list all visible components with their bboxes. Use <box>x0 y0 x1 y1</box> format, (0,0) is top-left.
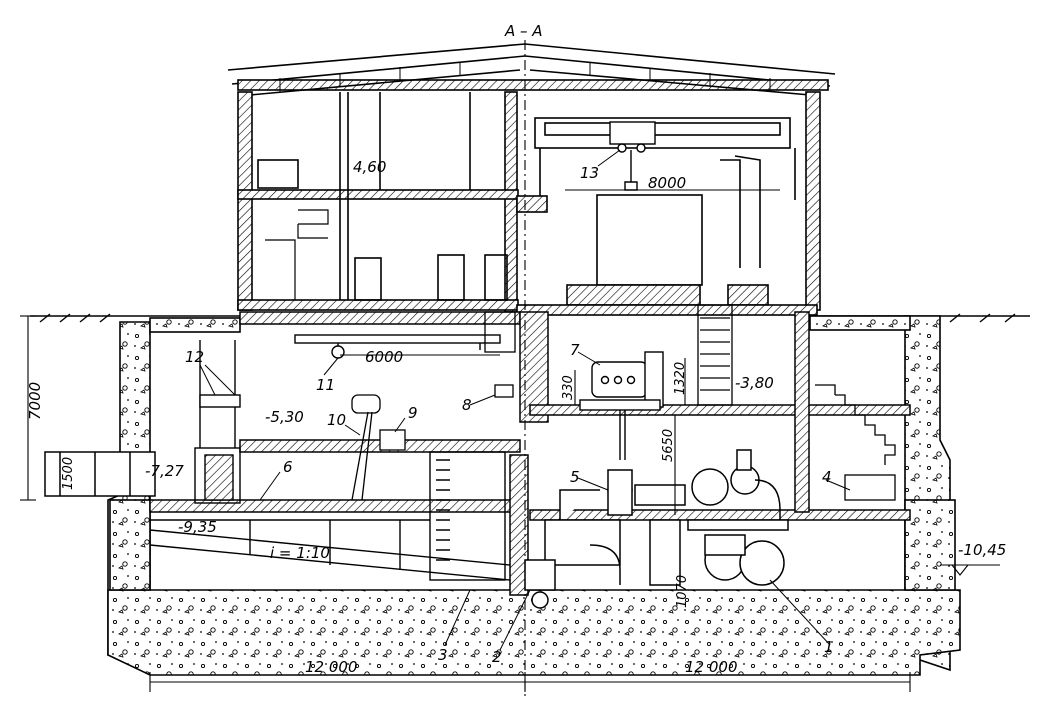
left-upper-building <box>237 91 519 313</box>
inner-floors <box>149 311 911 596</box>
callout-6: 6 <box>283 458 293 476</box>
elevation-minus-3-80: -3,80 <box>735 374 774 392</box>
operator-platform-items <box>351 384 514 501</box>
lower-crane <box>294 334 501 359</box>
callout-3: 3 <box>438 646 448 664</box>
dimension-330: 330 <box>561 375 576 400</box>
pump-unit-and-valves <box>524 449 789 609</box>
callout-2: 2 <box>492 648 502 666</box>
dimension-height-left: 7000 <box>26 382 44 420</box>
callout-12: 12 <box>185 348 204 366</box>
dimension-1320: 1320 <box>673 362 688 395</box>
dimension-lines <box>20 40 1000 700</box>
dimension-pipe-diameter: 1500 <box>61 457 76 490</box>
dimension-right-span: 12 000 <box>685 658 738 676</box>
dimension-crane-span-upper: 8000 <box>648 174 686 192</box>
callout-4: 4 <box>822 468 832 486</box>
motor-and-shaft <box>579 351 664 460</box>
dimension-1070: 1070 <box>675 575 690 608</box>
callout-5: 5 <box>570 468 580 486</box>
elevation-minus-7-27: -7,27 <box>145 462 184 480</box>
elevation-minus-5-30: -5,30 <box>265 408 304 426</box>
elevation-4-60: 4,60 <box>353 158 386 176</box>
callout-13: 13 <box>580 164 599 182</box>
dimension-left-span: 12 000 <box>305 658 358 676</box>
roof-structure <box>227 43 836 96</box>
callout-8: 8 <box>462 396 472 414</box>
callout-10: 10 <box>327 411 346 429</box>
callout-9: 9 <box>408 404 418 422</box>
slope-label: i = 1:10 <box>270 544 330 562</box>
dimension-crane-span-lower: 6000 <box>365 348 403 366</box>
sump-well-and-screens <box>149 340 511 581</box>
leader-lines <box>199 149 851 651</box>
callout-11: 11 <box>316 376 335 394</box>
section-label: А – А <box>504 22 543 40</box>
callout-7: 7 <box>570 341 580 359</box>
callout-1: 1 <box>824 638 834 656</box>
inlet-pipe <box>44 451 156 497</box>
dimension-5650: 5650 <box>661 429 676 462</box>
elevation-minus-9-35: -9,35 <box>178 518 217 536</box>
elevation-minus-10-45: -10,45 <box>958 541 1006 559</box>
right-upper-hall <box>516 91 821 316</box>
